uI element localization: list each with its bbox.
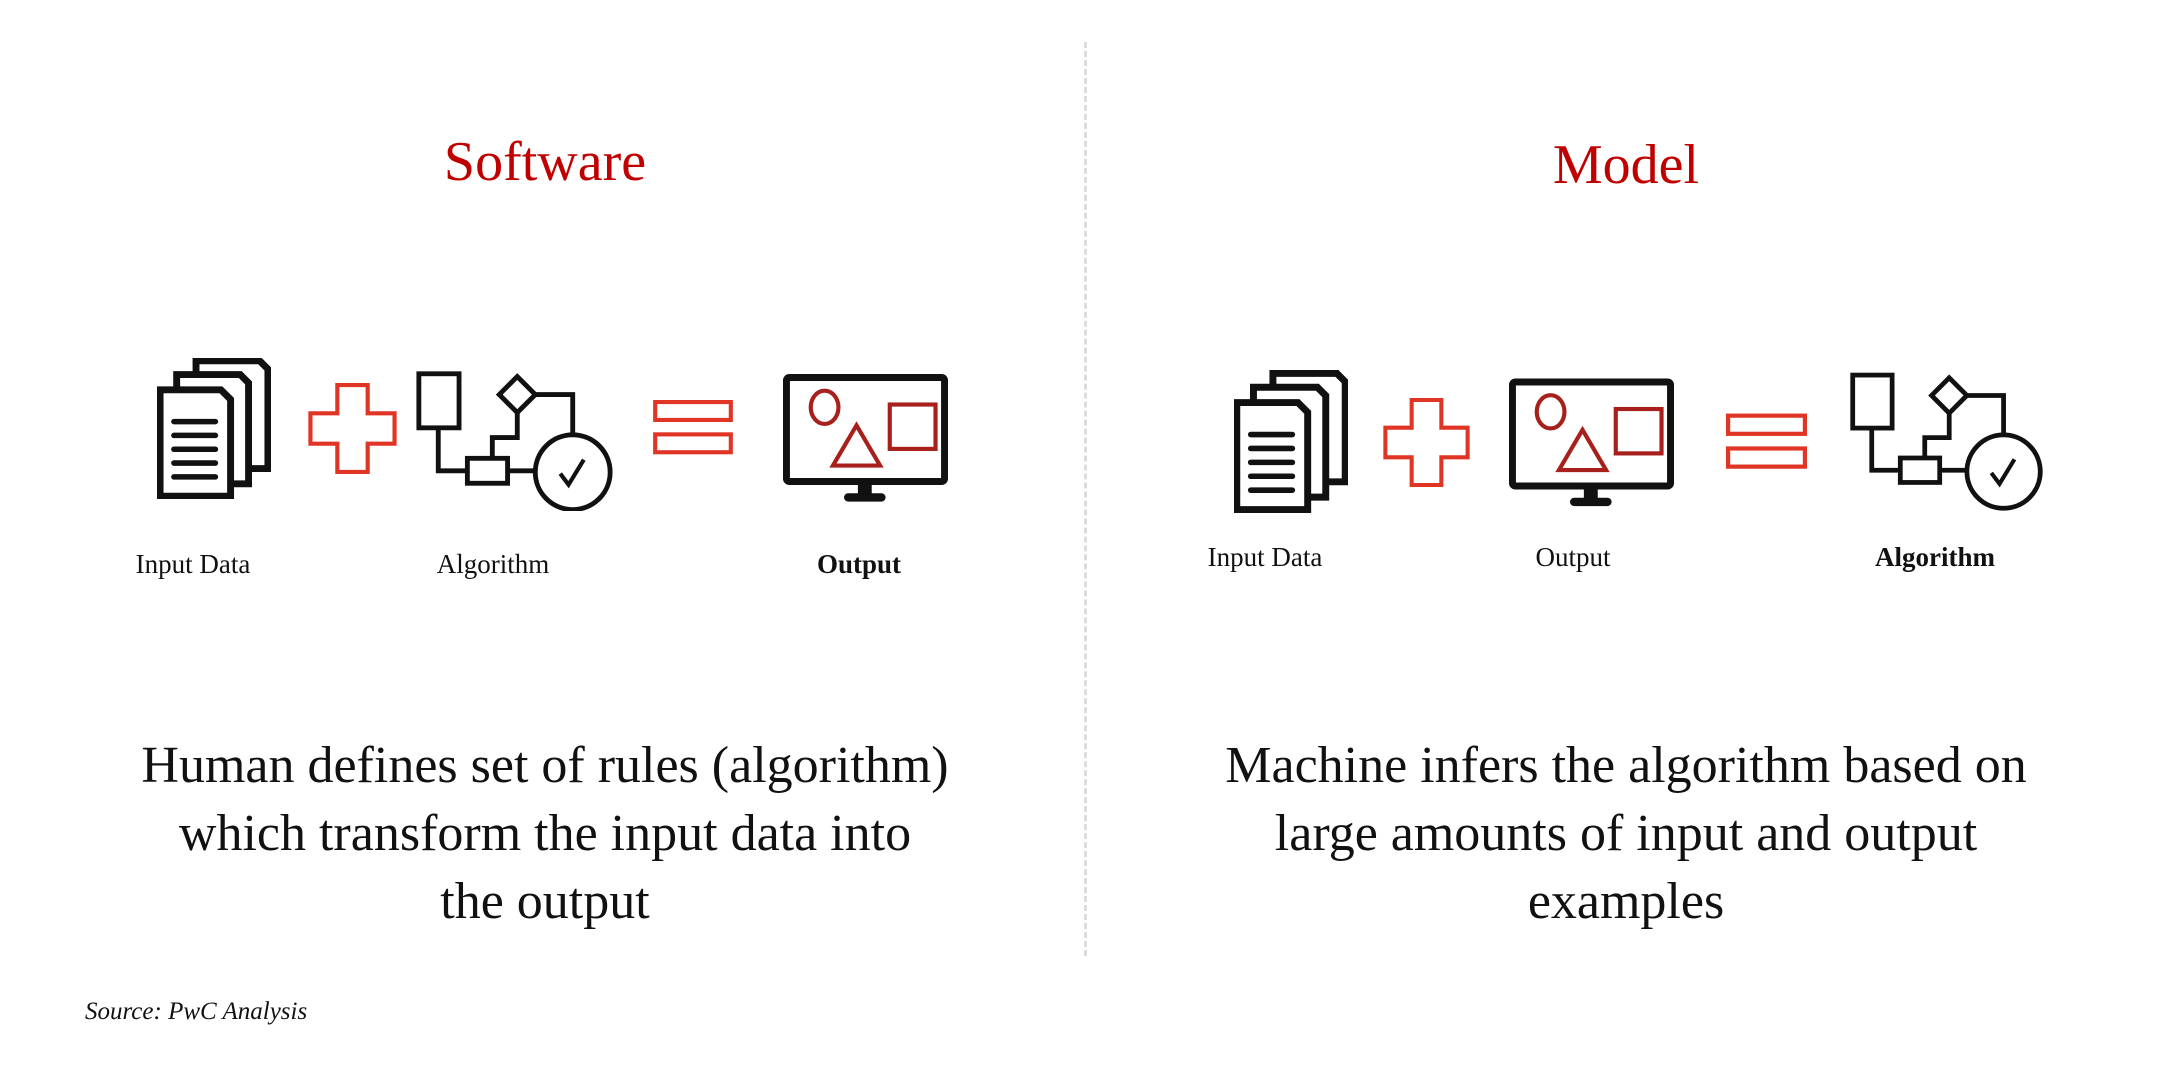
model-label-input-data: Input Data — [1207, 542, 1323, 572]
software-description-line: Human defines set of rules (algorithm) — [141, 737, 949, 794]
equals-icon — [1726, 413, 1807, 470]
section-divider — [1084, 42, 1087, 956]
algorithm-flowchart-icon — [1850, 371, 2043, 511]
model-label-output: Output — [1535, 542, 1611, 572]
documents-icon — [1234, 370, 1348, 513]
equals-icon — [653, 400, 733, 455]
model-description-line: large amounts of input and output — [1274, 805, 1978, 862]
software-label-output: Output — [816, 549, 902, 579]
plus-icon — [308, 383, 397, 474]
software-description: Human defines set of rules (algorithm) w… — [35, 732, 1055, 936]
model-description-line: Machine infers the algorithm based on — [1225, 737, 2027, 794]
algorithm-flowchart-icon — [416, 371, 613, 511]
software-label-input-data: Input Data — [135, 549, 251, 579]
source-note: Source: PwC Analysis — [85, 998, 308, 1025]
plus-icon — [1382, 398, 1471, 487]
software-description-line: the output — [440, 873, 650, 930]
software-description-line: which transform the input data into — [178, 805, 912, 862]
model-description: Machine infers the algorithm based on la… — [1116, 732, 2136, 936]
monitor-output-icon — [783, 374, 948, 503]
software-title: Software — [443, 131, 647, 193]
model-label-algorithm: Algorithm — [1875, 542, 1995, 572]
documents-icon — [157, 358, 271, 499]
model-title: Model — [1552, 134, 1700, 196]
monitor-output-icon — [1509, 377, 1674, 509]
software-label-algorithm: Algorithm — [436, 549, 550, 579]
model-description-line: examples — [1527, 873, 1725, 930]
